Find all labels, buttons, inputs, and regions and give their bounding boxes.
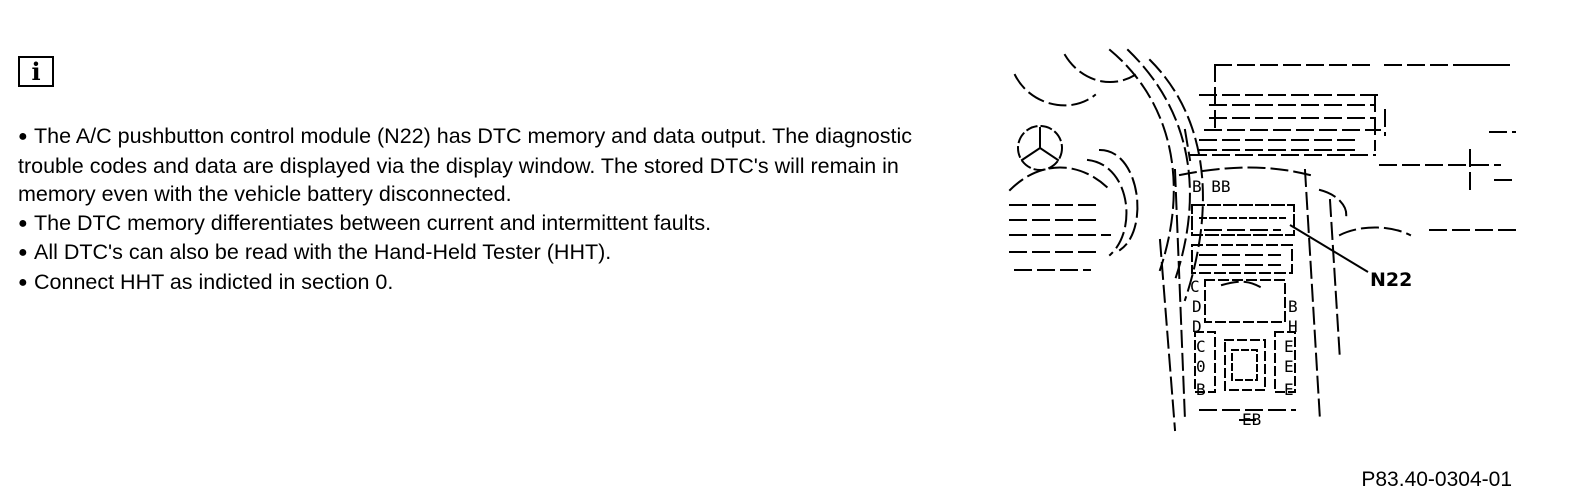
bullet-icon: ● [18,244,28,262]
note-item: ● All DTC's can also be read with the Han… [18,238,958,268]
notes-list: ●The A/C pushbutton control module (N22)… [18,122,958,298]
bullet-icon: ● [18,273,28,291]
console-glyph: B BB [1192,177,1231,196]
svg-text:0: 0 [1196,357,1206,376]
note-item: ●The A/C pushbutton control module (N22)… [18,122,958,209]
note-text: Connect HHT as indicted in section 0. [34,269,394,294]
bullet-icon: ● [18,214,28,232]
callout-leader [1289,224,1369,273]
note-text: All DTC's can also be read with the Hand… [34,240,612,265]
info-icon: i [18,56,54,87]
callout-label-n22: N22 [1370,269,1412,291]
figure-id: P83.40-0304-01 [1361,468,1512,491]
svg-text:C: C [1190,277,1200,296]
svg-text:EB: EB [1242,410,1261,429]
dashboard-illustration: B BB C D D B H C 0 B E E E EB N22 [1000,40,1520,440]
svg-text:C: C [1196,337,1206,356]
svg-text:H: H [1288,317,1298,336]
note-item: ● Connect HHT as indicted in section 0. [18,268,958,298]
svg-text:B: B [1196,380,1206,399]
svg-text:B: B [1288,297,1298,316]
note-text: The DTC memory differentiates between cu… [34,210,712,235]
dashboard-line-drawing: B BB C D D B H C 0 B E E E EB N22 [1008,48,1516,432]
note-text: The A/C pushbutton control module (N22) … [18,124,912,207]
svg-text:E: E [1284,380,1294,399]
note-item: ● The DTC memory differentiates between c… [18,209,958,239]
svg-text:D: D [1192,297,1202,316]
svg-text:D: D [1192,317,1202,336]
svg-text:E: E [1284,337,1294,356]
bullet-icon: ● [18,128,28,145]
svg-text:E: E [1284,357,1294,376]
